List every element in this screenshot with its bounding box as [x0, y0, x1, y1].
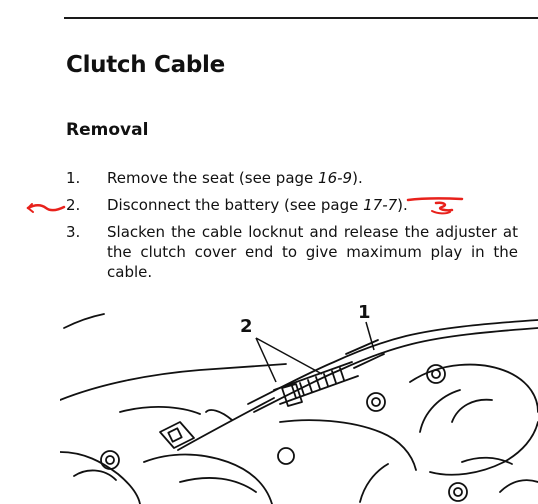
step-1: 1. Remove the seat (see page 16-9). [66, 168, 518, 188]
callout-label-1: 1 [358, 302, 371, 323]
figure-linework [60, 313, 538, 504]
red-arrow-mark-left [26, 203, 66, 213]
top-rule [64, 17, 538, 19]
page-reference: 16-9 [318, 169, 353, 187]
step-text-body: Disconnect the battery (see page [107, 196, 364, 214]
step-text-suffix: ). [397, 196, 408, 214]
step-number: 2. [66, 196, 81, 214]
clutch-cable-figure: 2 1 [60, 302, 538, 504]
step-text-suffix: ). [352, 169, 363, 187]
steps-list: 1. Remove the seat (see page 16-9). 2. D… [66, 168, 518, 289]
step-number: 1. [66, 169, 81, 187]
step-text: Disconnect the battery (see page 17-7). [107, 195, 518, 215]
step-text-body: Remove the seat (see page [107, 169, 319, 187]
callout-leaders [255, 321, 375, 383]
callout-label-2: 2 [240, 316, 253, 337]
step-2: 2. Disconnect the battery (see page 17-7… [66, 195, 518, 215]
step-number: 3. [66, 223, 81, 241]
red-arrow-mark-right [406, 197, 464, 215]
step-text: Remove the seat (see page 16-9). [107, 168, 518, 188]
step-3: 3. Slacken the cable locknut and release… [66, 222, 518, 282]
page-reference: 17-7 [363, 196, 398, 214]
page-title: Clutch Cable [66, 52, 225, 78]
section-title: Removal [66, 120, 149, 140]
step-text: Slacken the cable locknut and release th… [107, 223, 518, 281]
